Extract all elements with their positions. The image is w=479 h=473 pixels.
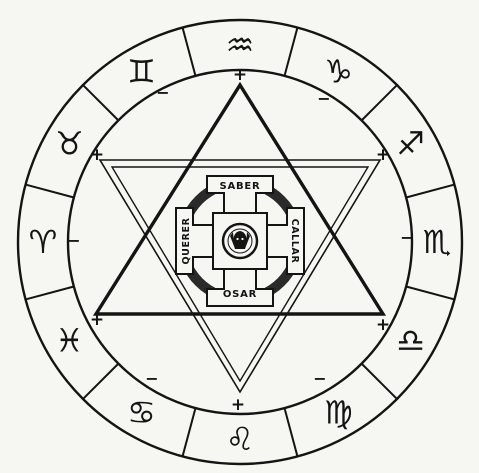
- taurus-icon: ♉: [55, 125, 84, 163]
- zodiac-divider: [82, 362, 120, 400]
- zodiac-divider: [25, 183, 75, 199]
- minus-sign-5: −: [145, 369, 158, 388]
- outer-ring: [16, 18, 464, 466]
- minus-sign-6: −: [313, 369, 326, 388]
- central-cross: [175, 175, 305, 307]
- word-querer: QUERER: [181, 217, 192, 264]
- cancer-icon: ♋: [127, 394, 156, 432]
- upward-triangle: [92, 81, 387, 316]
- plus-sign-lower-left: +: [90, 310, 104, 330]
- minus-sign-1: −: [156, 83, 169, 102]
- plus-sign-bottom: +: [231, 395, 245, 415]
- zodiac-divider: [82, 84, 120, 122]
- word-saber: SABER: [219, 181, 260, 192]
- zodiac-divider: [25, 285, 75, 301]
- minus-sign-3: −: [67, 231, 80, 250]
- zodiac-divider: [405, 285, 455, 301]
- pisces-icon: ♓: [55, 322, 84, 360]
- zodiac-divider: [283, 407, 299, 457]
- word-osar: OSAR: [223, 289, 257, 300]
- virgo-icon: ♍: [324, 394, 353, 432]
- minus-sign-2: −: [317, 89, 330, 108]
- cross-arm-bottom: [206, 268, 274, 307]
- plus-sign-upper-left: +: [90, 145, 104, 165]
- inner-ring: [66, 68, 414, 416]
- zodiac-dividers: [25, 27, 455, 457]
- zodiac-divider: [405, 183, 455, 199]
- scorpio-icon: ♏: [423, 223, 452, 261]
- word-callar: CALLAR: [289, 219, 300, 264]
- zodiac-ring: ♒ ♑ ♐ ♏ ♎ ♍ ♌ ♋ ♓ ♈ ♉ ♊: [29, 26, 452, 458]
- zodiac-divider: [181, 407, 197, 457]
- plus-sign-upper-right: +: [376, 145, 390, 165]
- zodiac-divider: [181, 27, 197, 77]
- sphinx-head-icon: [230, 231, 250, 249]
- zodiac-divider: [283, 27, 299, 77]
- minus-sign-4: −: [400, 228, 413, 247]
- sagittarius-icon: ♐: [396, 125, 425, 163]
- leo-icon: ♌: [226, 420, 255, 458]
- plus-sign-top: +: [233, 65, 247, 85]
- zodiac-divider: [360, 362, 398, 400]
- aries-icon: ♈: [29, 223, 58, 261]
- aquarius-icon: ♒: [226, 26, 255, 64]
- capricorn-icon: ♑: [324, 52, 353, 90]
- downward-triangle-outer: [98, 159, 382, 394]
- polarity-marks: + + + + + + − − − − − −: [67, 65, 413, 415]
- gemini-icon: ♊: [127, 52, 156, 90]
- plus-sign-lower-right: +: [376, 315, 390, 335]
- zodiac-divider: [360, 84, 398, 122]
- libra-icon: ♎: [396, 322, 425, 360]
